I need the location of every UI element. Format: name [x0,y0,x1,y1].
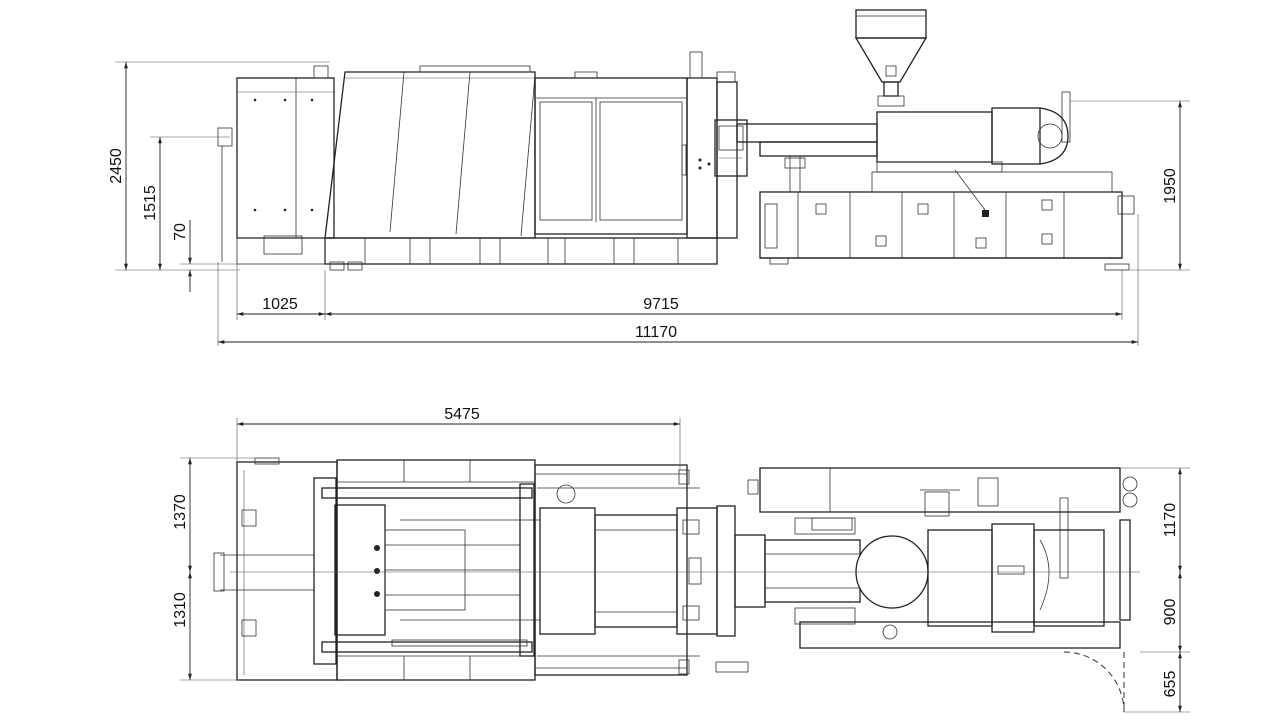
dim-height-mid: 1515 [142,136,230,270]
control-panel [714,119,748,177]
dim-height-small: 70 [172,220,240,292]
injection-unit-top [734,497,1105,640]
injection-base-top [747,467,1138,649]
width-lower-label: 1310 [172,592,189,628]
injection-base [759,169,1135,271]
dim-width-right: 1170 900 655 [1120,467,1190,713]
len-total-label: 11170 [635,324,677,341]
len-left-label: 1025 [262,296,298,313]
dim-len-clamp: 5475 [236,406,681,470]
height-mid-label: 1515 [142,185,159,221]
tie-bars-top [213,487,1140,657]
right-low-label: 655 [1162,671,1179,698]
toggle-mechanism [313,477,576,665]
width-upper-label: 1370 [172,494,189,530]
dim-height-total: 2450 [108,61,330,271]
platens-top [539,469,749,675]
hopper [854,9,928,107]
swing-door-arc [1063,651,1125,713]
len-main-label: 9715 [643,296,679,313]
side-view: 2450 1515 70 1950 [108,9,1190,346]
clamp-guard [217,65,335,262]
len-clamp-label: 5475 [444,406,480,423]
dim-width-left: 1370 1310 [172,457,260,681]
right-upper-label: 1170 [1162,503,1179,538]
top-view: 5475 1370 1310 1170 900 655 [172,406,1190,713]
stationary-platen [686,51,738,239]
fixed-guard [534,77,688,235]
height-right-label: 1950 [1162,168,1179,204]
injection-unit [736,91,1071,192]
height-small-label: 70 [172,223,189,241]
dim-lengths: 1025 9715 11170 [217,214,1139,346]
safety-doors [324,65,598,239]
right-mid-label: 900 [1162,599,1179,626]
height-total-label: 2450 [108,148,125,184]
clamp-base [236,235,718,271]
dim-height-right: 1950 [1070,100,1190,271]
clamp-frame-top [236,457,688,681]
